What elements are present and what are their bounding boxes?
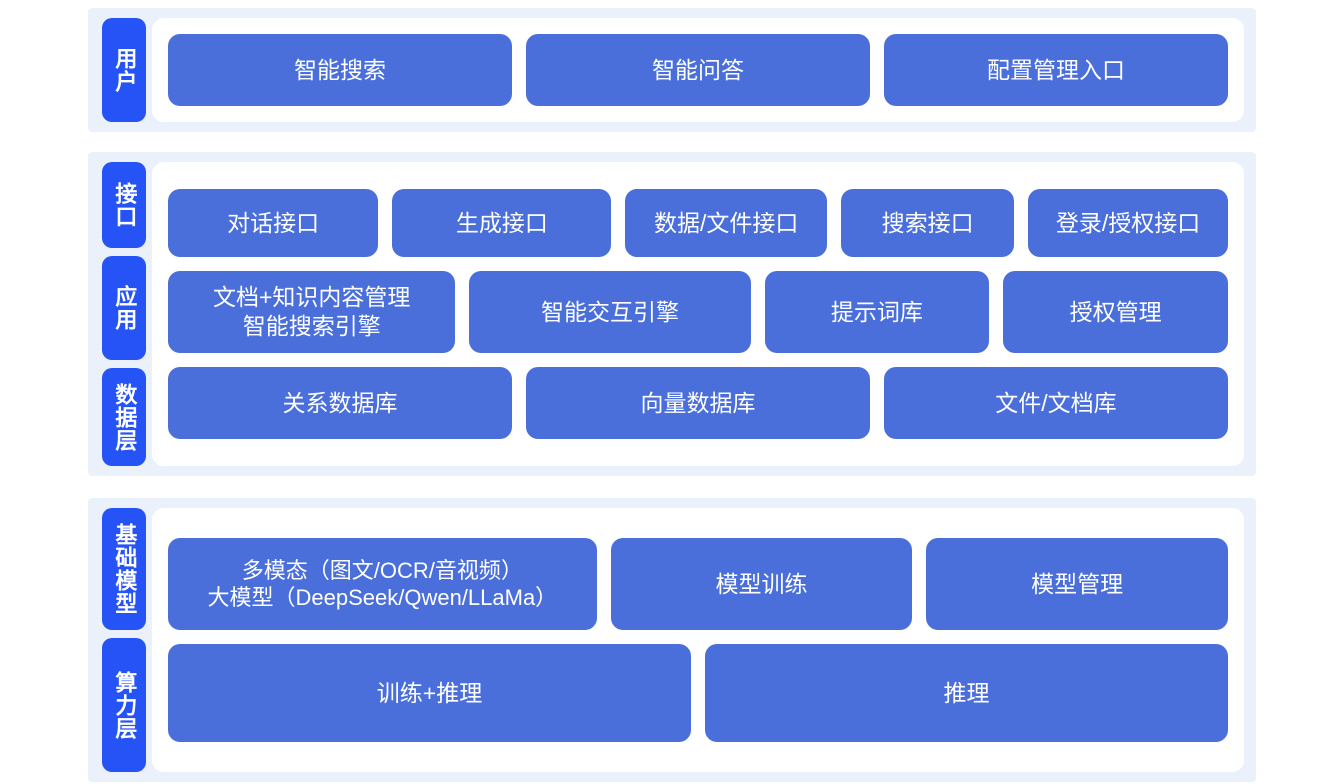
tab-column-infrastructure: 基础模型 算力层 — [88, 498, 146, 782]
box-smart-search[interactable]: 智能搜索 — [168, 34, 512, 106]
box-generation-api[interactable]: 生成接口 — [392, 189, 612, 257]
layer-tab-compute[interactable]: 算力层 — [102, 638, 146, 772]
tab-column-user: 用户 — [88, 8, 146, 132]
box-multimodal-large-model[interactable]: 多模态（图文/OCR/音视频） 大模型（DeepSeek/Qwen/LLaMa） — [168, 538, 597, 630]
row-user-entries: 智能搜索 智能问答 配置管理入口 — [168, 34, 1228, 106]
layer-tab-data[interactable]: 数据层 — [102, 368, 146, 466]
box-model-training[interactable]: 模型训练 — [610, 538, 913, 630]
box-model-management[interactable]: 模型管理 — [926, 538, 1228, 630]
section-user: 用户 智能搜索 智能问答 配置管理入口 — [88, 8, 1256, 132]
row-compute: 训练+推理 推理 — [168, 644, 1228, 742]
box-prompt-library[interactable]: 提示词库 — [764, 271, 990, 353]
box-inference[interactable]: 推理 — [705, 644, 1228, 742]
box-data-file-api[interactable]: 数据/文件接口 — [625, 189, 827, 257]
box-login-auth-api[interactable]: 登录/授权接口 — [1028, 189, 1228, 257]
row-models: 多模态（图文/OCR/音视频） 大模型（DeepSeek/Qwen/LLaMa）… — [168, 538, 1228, 630]
section-application: 接口 应用 数据层 对话接口 生成接口 数据/文件接口 搜索接口 登录/授权接口… — [88, 152, 1256, 476]
box-dialog-api[interactable]: 对话接口 — [168, 189, 379, 257]
layer-tab-application[interactable]: 应用 — [102, 256, 146, 360]
box-file-document-store[interactable]: 文件/文档库 — [884, 367, 1228, 439]
box-smart-qa[interactable]: 智能问答 — [526, 34, 870, 106]
layer-tab-user[interactable]: 用户 — [102, 18, 146, 122]
box-document-knowledge-management[interactable]: 文档+知识内容管理 智能搜索引擎 — [168, 271, 456, 353]
section-infrastructure: 基础模型 算力层 多模态（图文/OCR/音视频） 大模型（DeepSeek/Qw… — [88, 498, 1256, 782]
row-data-stores: 关系数据库 向量数据库 文件/文档库 — [168, 367, 1228, 439]
box-vector-database[interactable]: 向量数据库 — [526, 367, 870, 439]
panel-user: 智能搜索 智能问答 配置管理入口 — [152, 18, 1244, 122]
box-config-management-entry[interactable]: 配置管理入口 — [884, 34, 1228, 106]
layer-tab-base-model[interactable]: 基础模型 — [102, 508, 146, 630]
row-application-services: 文档+知识内容管理 智能搜索引擎 智能交互引擎 提示词库 授权管理 — [168, 271, 1229, 353]
box-relational-database[interactable]: 关系数据库 — [168, 367, 512, 439]
layer-tab-interface[interactable]: 接口 — [102, 162, 146, 248]
tab-column-application: 接口 应用 数据层 — [88, 152, 146, 476]
box-smart-interaction-engine[interactable]: 智能交互引擎 — [469, 271, 751, 353]
box-authorization-management[interactable]: 授权管理 — [1003, 271, 1229, 353]
box-search-api[interactable]: 搜索接口 — [840, 189, 1015, 257]
row-interface: 对话接口 生成接口 数据/文件接口 搜索接口 登录/授权接口 — [168, 189, 1228, 257]
panel-infrastructure: 多模态（图文/OCR/音视频） 大模型（DeepSeek/Qwen/LLaMa）… — [152, 508, 1244, 772]
panel-application: 对话接口 生成接口 数据/文件接口 搜索接口 登录/授权接口 文档+知识内容管理… — [152, 162, 1244, 466]
box-training-inference[interactable]: 训练+推理 — [168, 644, 691, 742]
